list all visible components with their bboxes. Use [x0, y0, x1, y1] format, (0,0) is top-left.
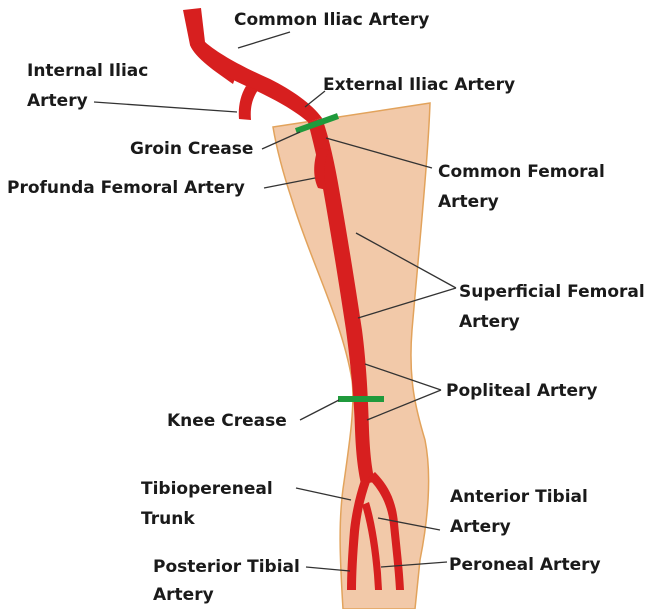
label-external-iliac: External Iliac Artery [323, 75, 515, 95]
leader-common-iliac [238, 32, 290, 48]
labels: Common Iliac Artery Internal Iliac Arter… [7, 10, 651, 605]
label-internal-iliac: Internal Iliac Artery [27, 61, 154, 111]
leader-external-iliac [305, 91, 325, 107]
label-common-iliac: Common Iliac Artery [234, 10, 429, 30]
label-peroneal: Peroneal Artery [449, 555, 601, 575]
label-groin-crease: Groin Crease [130, 139, 253, 159]
label-knee-crease: Knee Crease [167, 411, 287, 431]
label-popliteal: Popliteal Artery [446, 381, 598, 401]
label-tibioperoneal: Tibiopereneal Trunk [141, 479, 279, 529]
leader-internal-iliac [94, 102, 237, 112]
label-anterior-tibial: Anterior Tibial Artery [450, 487, 594, 537]
label-posterior-tibial: Posterior Tibial Artery [153, 557, 306, 605]
label-profunda-femoral: Profunda Femoral Artery [7, 178, 245, 198]
label-common-femoral: Common Femoral Artery [438, 162, 611, 212]
internal-iliac-artery [239, 86, 258, 120]
leader-knee-crease [300, 400, 339, 420]
label-superficial-femoral: Superficial Femoral Artery [459, 282, 651, 332]
